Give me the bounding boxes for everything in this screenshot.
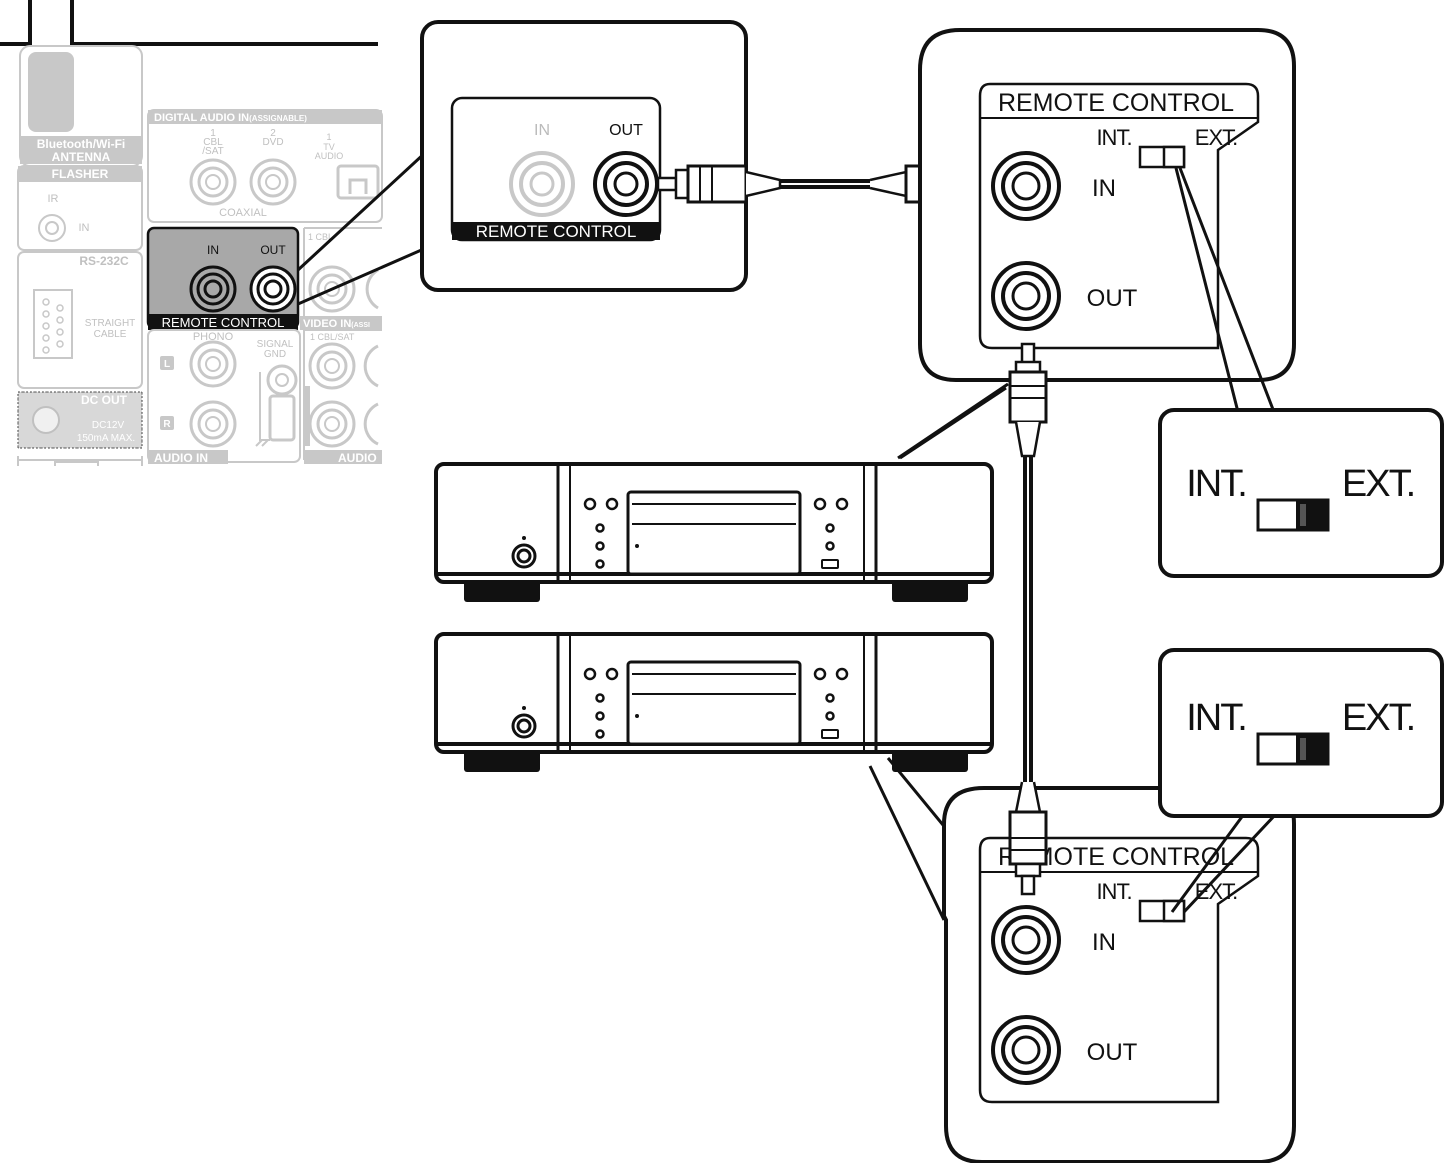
device-top-title: REMOTE CONTROL	[998, 89, 1234, 117]
optical-line2: AUDIO	[315, 151, 344, 161]
coax-1-num: 1	[210, 128, 216, 139]
coax-jack-1	[189, 158, 237, 206]
right-badge: R	[163, 419, 171, 430]
flasher-label: FLASHER	[52, 167, 109, 181]
zoom-out-label: OUT	[609, 122, 643, 139]
straight-cable-2: CABLE	[94, 329, 127, 340]
rs232c-label: RS-232C	[79, 254, 129, 268]
dc-out-spec-2: 150mA MAX.	[77, 433, 135, 444]
coax-jack-2	[249, 158, 297, 206]
device-unit-top	[434, 462, 994, 602]
coax-1-line1: CBL	[203, 137, 223, 148]
coax-2-num: 2	[270, 128, 276, 139]
video-in-label: VIDEO IN(ASSI	[303, 318, 370, 330]
device-unit-bottom	[434, 632, 994, 772]
receiver-zoom-callout: IN OUT REMOTE CONTROL	[296, 20, 748, 306]
device-top-switch	[1138, 145, 1186, 169]
signal-gnd-1: SIGNAL	[257, 339, 294, 350]
dc-out-label: DC OUT	[81, 393, 128, 407]
audio-cut-label: AUDIO	[338, 451, 377, 465]
flasher-in: IN	[79, 222, 90, 234]
phono-r-jack	[189, 400, 237, 448]
receiver-remote-label: REMOTE CONTROL	[162, 315, 285, 330]
switch-bottom-int: INT.	[1186, 697, 1246, 739]
coaxial-label: COAXIAL	[219, 207, 267, 219]
phono-l-jack	[189, 340, 237, 388]
switch-top-int: INT.	[1186, 463, 1246, 505]
flasher-ir: IR	[48, 193, 59, 205]
device-bottom-in-jack	[991, 905, 1061, 975]
device-top-in-jack	[991, 151, 1061, 221]
device-top-remote-panel: REMOTE CONTROL INT. EXT. IN OUT	[918, 28, 1296, 382]
one-cbl-label: 1 CBL	[308, 232, 333, 242]
signal-gnd-terminal	[255, 364, 298, 447]
receiver-remote-in: IN	[207, 243, 219, 257]
device-top-out-jack	[991, 261, 1061, 331]
device-top-switch-int: INT.	[1096, 125, 1131, 150]
device-bottom-switch-ext: EXT.	[1195, 879, 1237, 904]
receiver-remote-out: OUT	[260, 243, 286, 257]
left-badge: L	[164, 359, 170, 370]
device-bottom-out-jack	[991, 1015, 1061, 1085]
signal-gnd-2: GND	[264, 349, 286, 360]
straight-cable-1: STRAIGHT	[85, 318, 136, 329]
receiver-remote-out-jack	[249, 265, 297, 313]
zoom-in-label: IN	[534, 122, 550, 139]
device-top-switch-ext: EXT.	[1195, 125, 1237, 150]
optical-num: 1	[326, 132, 331, 142]
device-top-in-label: IN	[1092, 175, 1116, 202]
optical-line1: TV	[323, 142, 335, 152]
zoom-in-jack	[509, 151, 575, 217]
switch-callout-bottom: INT. EXT.	[1158, 648, 1444, 914]
antenna-label-1: Bluetooth/Wi-Fi	[37, 137, 126, 151]
optical-jack	[336, 164, 380, 200]
device-bottom-switch-int: INT.	[1096, 879, 1131, 904]
antenna-label-2: ANTENNA	[52, 150, 111, 164]
receiver-rear-panel: Bluetooth/Wi-Fi ANTENNA FLASHER IR IN RS…	[0, 0, 383, 466]
switch-bottom-ext: EXT.	[1342, 697, 1414, 739]
phono-label: PHONO	[193, 331, 234, 343]
switch-callout-top: INT. EXT.	[1158, 408, 1444, 578]
device-bottom-out-label: OUT	[1087, 1039, 1138, 1066]
zoom-remote-label: REMOTE CONTROL	[476, 222, 637, 241]
device-bottom-remote-panel: REMOTE CONTROL INT. EXT. IN OUT	[942, 786, 1296, 1163]
digital-audio-in-label: DIGITAL AUDIO IN(ASSIGNABLE)	[154, 112, 307, 124]
switch-top-ext: EXT.	[1342, 463, 1414, 505]
coax-2-label: DVD	[262, 137, 283, 148]
video-1-label: 1 CBL/SAT	[310, 332, 355, 342]
audio-in-label: AUDIO IN	[154, 451, 208, 465]
device-bottom-in-label: IN	[1092, 929, 1116, 956]
coax-1-line2: /SAT	[202, 146, 223, 157]
cable-device-to-device	[1008, 342, 1048, 896]
antenna	[28, 52, 74, 132]
receiver-remote-in-jack	[189, 265, 237, 313]
dc-out-spec-1: DC12V	[92, 420, 125, 431]
device-top-out-label: OUT	[1087, 285, 1138, 312]
